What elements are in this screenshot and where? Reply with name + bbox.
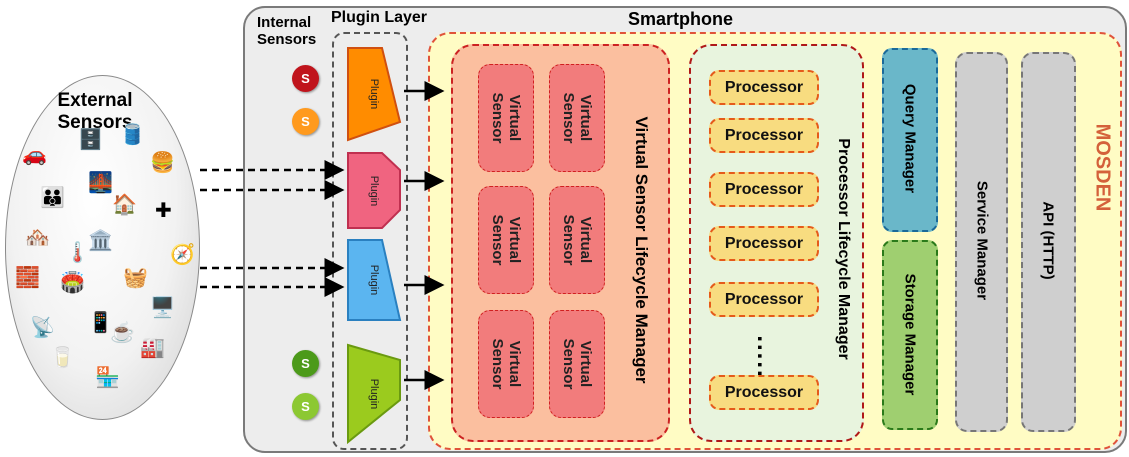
bridge-icon: 🌉 <box>88 172 113 194</box>
api-http: API (HTTP) <box>1021 52 1076 432</box>
processor-ellipsis-wrap: ..... <box>720 335 810 378</box>
washing-machine-icon: 🧺 <box>123 267 148 289</box>
virtual-sensor-2: Virtual Sensor <box>549 64 605 172</box>
internal-sensor-1: S <box>292 65 319 92</box>
virtual-sensor-6-label: Virtual Sensor <box>560 338 594 390</box>
people-icon: 👪 <box>40 187 65 209</box>
plugin-shapes <box>347 47 402 445</box>
service-manager-label: Service Manager <box>973 180 991 301</box>
mosden-label: MOSDEN <box>1091 123 1114 212</box>
virtual-sensor-4: Virtual Sensor <box>549 186 605 294</box>
phone-device-icon: 📱 <box>88 312 113 334</box>
plugin-shape-2 <box>347 152 401 229</box>
query-manager-label: Query Manager <box>901 83 919 194</box>
mosden-label-wrap: MOSDEN <box>1085 60 1119 440</box>
virtual-sensor-1: Virtual Sensor <box>478 64 534 172</box>
house-icon: 🏠 <box>112 194 137 216</box>
plugin-layer-title: Plugin Layer <box>331 9 428 26</box>
internal-sensors-title: Internal Sensors <box>257 14 317 48</box>
store-icon: 🏪 <box>95 367 120 389</box>
home-icon: 🏘️ <box>25 227 50 249</box>
factory-icon: 🏭 <box>140 337 165 359</box>
virtual-sensor-2-label: Virtual Sensor <box>560 92 594 144</box>
plugin-layer-box <box>332 32 408 450</box>
internal-sensor-2: S <box>292 108 319 135</box>
query-manager: Query Manager <box>882 48 938 232</box>
bank-icon: 🏛️ <box>88 230 113 252</box>
vslm-title: Virtual Sensor Lifecycle Manager <box>632 116 651 384</box>
rss-icon: 📡 <box>30 317 55 339</box>
virtual-sensor-6: Virtual Sensor <box>549 310 605 418</box>
thermometer-icon: 🌡️ <box>65 242 90 264</box>
coffee-machine-icon: ☕ <box>110 322 135 344</box>
plm-title-wrap: Processor Lifecycle Manager <box>826 70 860 430</box>
smartphone-title: Smartphone <box>628 9 734 29</box>
cabinet-icon: 🗄️ <box>78 129 103 151</box>
stadium-icon: 🏟️ <box>60 272 85 294</box>
processor-2: Processor <box>709 118 819 153</box>
storage-manager-label: Storage Manager <box>901 273 919 396</box>
internal-sensor-3: S <box>292 350 319 377</box>
crossroad-icon: ✚ <box>155 200 172 222</box>
service-manager: Service Manager <box>955 52 1008 432</box>
compass-icon: 🧭 <box>170 244 195 266</box>
processor-3: Processor <box>709 172 819 207</box>
processor-5: Processor <box>709 282 819 317</box>
virtual-sensor-3-label: Virtual Sensor <box>489 214 523 266</box>
processor-1: Processor <box>709 70 819 105</box>
milk-icon: 🥛 <box>50 347 75 369</box>
burger-icon: 🍔 <box>150 152 175 174</box>
external-sensors-cloud <box>5 75 200 420</box>
vslm-title-wrap: Virtual Sensor Lifecycle Manager <box>624 70 658 430</box>
processor-6: Processor <box>709 375 819 410</box>
virtual-sensor-5-label: Virtual Sensor <box>489 338 523 390</box>
fireplace-icon: 🧱 <box>15 267 40 289</box>
virtual-sensor-4-label: Virtual Sensor <box>560 214 594 266</box>
plugin-shape-3 <box>347 239 402 321</box>
virtual-sensor-5: Virtual Sensor <box>478 310 534 418</box>
plugin-shape-1 <box>347 47 402 142</box>
storage-manager: Storage Manager <box>882 240 938 430</box>
car-icon: 🚗 <box>22 144 47 166</box>
external-sensors-title: External Sensors <box>57 90 133 133</box>
monitor-icon: 🖥️ <box>150 297 175 319</box>
virtual-sensor-3: Virtual Sensor <box>478 186 534 294</box>
virtual-sensor-1-label: Virtual Sensor <box>489 92 523 144</box>
plugin-shape-4 <box>347 343 401 445</box>
internal-sensor-4: S <box>292 393 319 420</box>
database-icon: 🛢️ <box>120 124 145 146</box>
api-http-label: API (HTTP) <box>1039 201 1057 280</box>
plm-title: Processor Lifecycle Manager <box>835 138 852 360</box>
processor-4: Processor <box>709 226 819 261</box>
